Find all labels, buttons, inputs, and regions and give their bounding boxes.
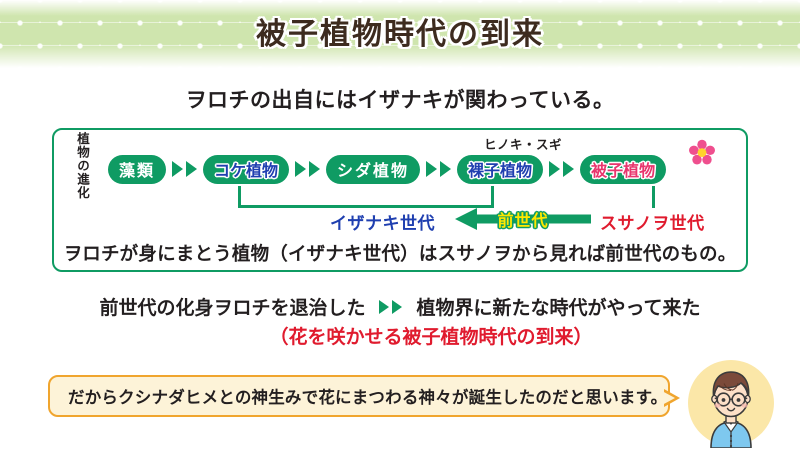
result-cause-text: 前世代の化身ヲロチを退治した <box>99 298 366 319</box>
speech-bubble-tail-inner <box>662 391 675 405</box>
chain-arrow-4 <box>543 161 580 177</box>
triangle-right-icon <box>186 161 198 177</box>
generation-label-susanowo: スサノヲ世代 <box>600 214 705 233</box>
avatar <box>688 360 774 448</box>
chain-arrow-3 <box>420 161 457 177</box>
triangle-right-icon <box>379 299 390 314</box>
result-effect-text: 植物界に新たな時代がやって来た <box>416 298 701 319</box>
triangle-right-icon <box>549 161 561 177</box>
triangle-right-icon <box>172 161 184 177</box>
triangle-right-icon <box>426 161 438 177</box>
result-parenthetical-text: （花を咲かせる被子植物時代の到来） <box>269 327 593 348</box>
result-arrow-icon <box>373 299 408 314</box>
lead-sentence: ヲロチの出自にはイザナキが関わっている。 <box>185 89 615 112</box>
diagram-conclusion-text: ヲロチが身にまとう植物（イザナキ世代）はスサノヲから見れば前世代のもの。 <box>63 243 737 264</box>
susanowo-generation-stem <box>652 186 655 208</box>
generation-label-izanaki: イザナキ世代 <box>330 214 435 233</box>
flower-icon <box>689 139 715 165</box>
triangle-right-icon <box>295 161 307 177</box>
result-line: 前世代の化身ヲロチを退治した 植物界に新たな時代がやって来た <box>0 293 800 320</box>
triangle-right-icon <box>440 161 452 177</box>
chain-pill-bryophyte: コケ植物 <box>203 154 290 184</box>
chain-arrow-2 <box>289 161 326 177</box>
previous-generation-arrow-left-icon <box>455 208 591 230</box>
chain-arrow-1 <box>166 161 203 177</box>
speech-bubble: だからクシナダヒメとの神生みで花にまつわる神々が誕生したのだと思います。 <box>48 375 670 417</box>
evolution-axis-label: 植物の進化 <box>75 132 89 200</box>
chain-pill-pteridophyte: シダ植物 <box>326 154 421 184</box>
izanaki-generation-bracket <box>238 186 494 208</box>
triangle-right-icon <box>392 299 403 314</box>
evolution-diagram-box <box>52 128 748 272</box>
triangle-right-icon <box>309 161 321 177</box>
chain-pill-angiosperm: 被子植物 <box>580 154 667 184</box>
page-title: 被子植物時代の到来 <box>256 18 544 51</box>
chain-pill-gymnosperm: 裸子植物 <box>457 154 544 184</box>
gymnosperm-note-label: ヒノキ・スギ <box>484 138 563 152</box>
triangle-right-icon <box>563 161 575 177</box>
speech-bubble-text: だからクシナダヒメとの神生みで花にまつわる神々が誕生したのだと思います。 <box>68 389 668 407</box>
evolution-chain: 藻類 コケ植物 シダ植物 裸子植物 被子植物 <box>108 150 708 188</box>
previous-generation-label: 前世代 <box>497 213 549 230</box>
chain-pill-algae: 藻類 <box>108 154 167 184</box>
